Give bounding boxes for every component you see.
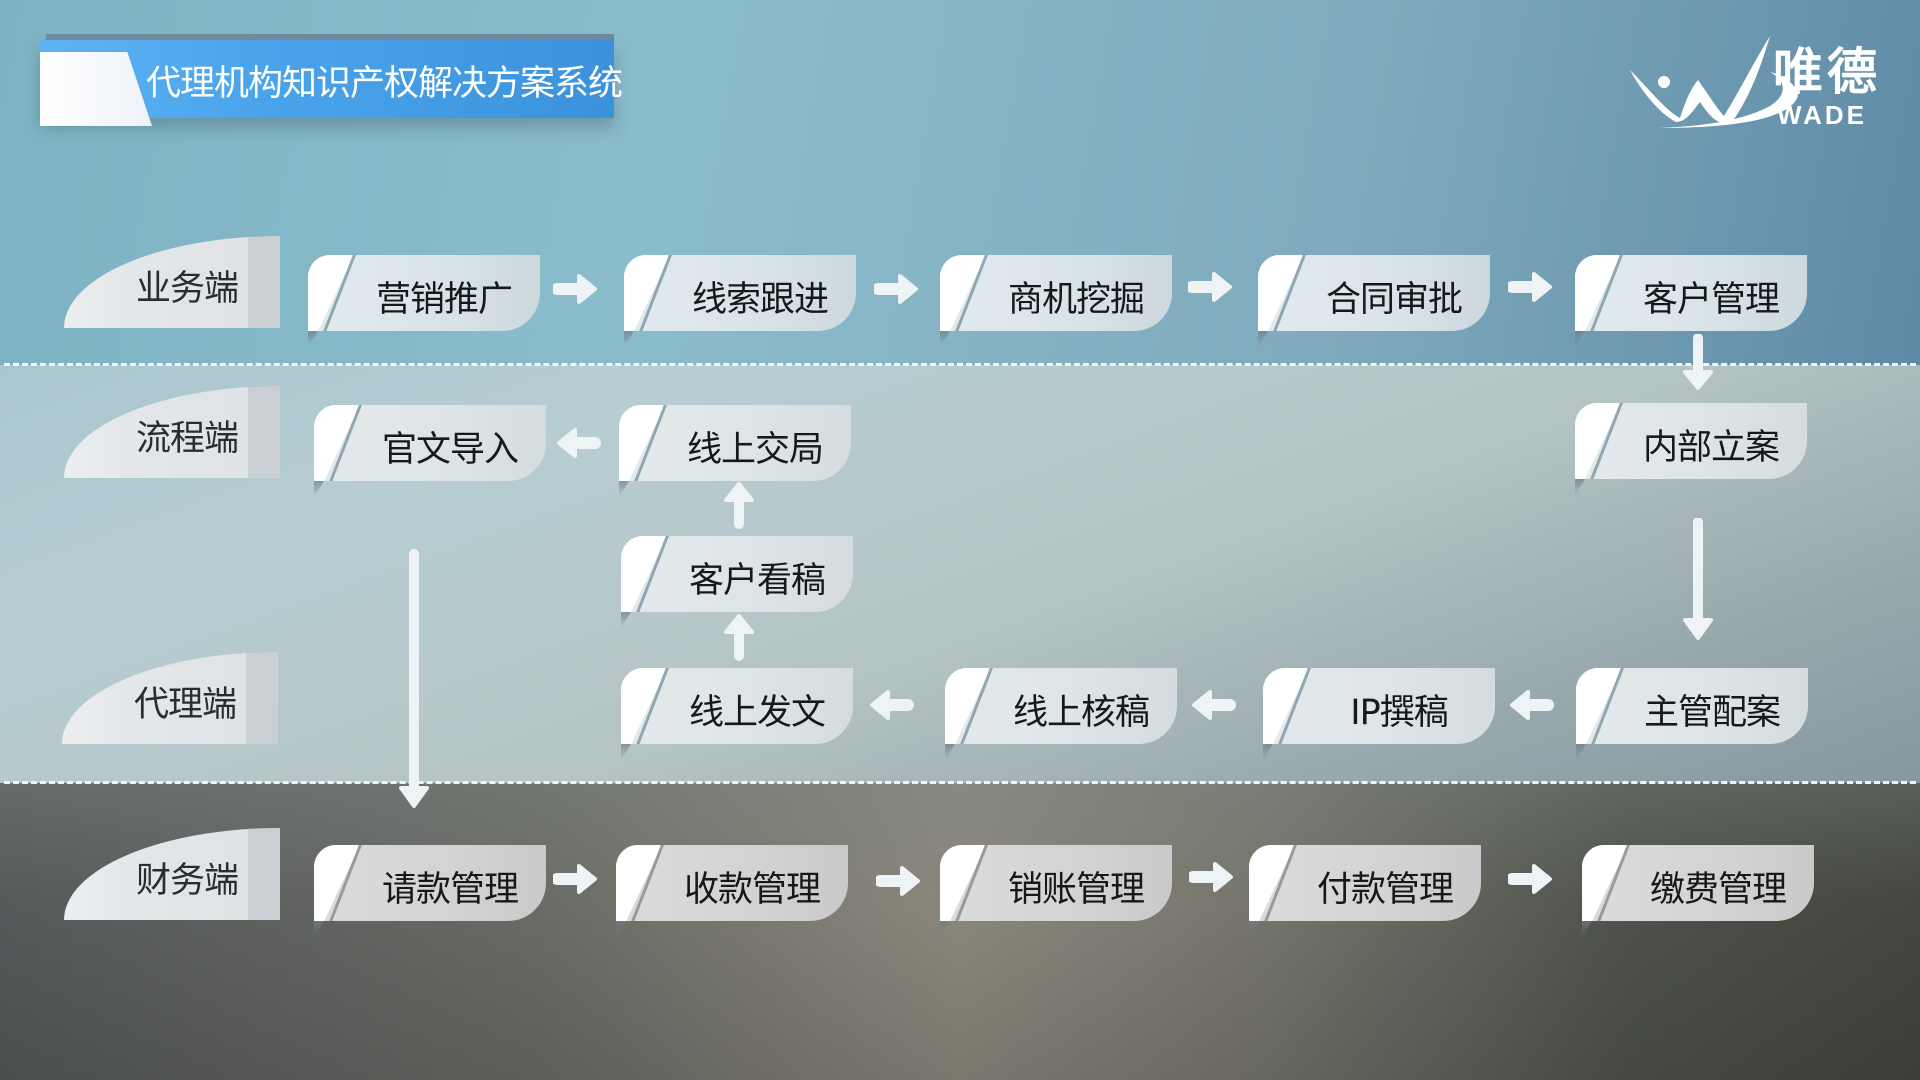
logo-chinese-text: 唯德	[1773, 42, 1881, 101]
node-label: 官文导入	[381, 430, 519, 470]
node-label: 营销推广	[375, 280, 513, 320]
node-label: 收款管理	[683, 870, 821, 910]
node-billing-request[interactable]: 请款管理	[314, 845, 546, 937]
lane-label-business: 业务端	[64, 236, 280, 328]
node-supervisor-assign[interactable]: 主管配案	[1576, 668, 1808, 760]
arrow-left-icon	[870, 690, 914, 720]
node-label: 线上交局	[686, 430, 824, 470]
node-label: 客户管理	[1642, 280, 1780, 320]
arrow-left-icon	[557, 428, 601, 458]
node-collection[interactable]: 收款管理	[616, 845, 848, 937]
node-official-import[interactable]: 官文导入	[314, 405, 546, 497]
wade-logo-icon	[1630, 36, 1798, 128]
node-label: 请款管理	[381, 870, 519, 910]
node-fee-payment[interactable]: 缴费管理	[1582, 845, 1814, 937]
node-online-review[interactable]: 线上核稿	[945, 668, 1177, 760]
node-label: 合同审批	[1325, 280, 1463, 320]
node-label: 线上核稿	[1012, 693, 1150, 733]
arrow-down-icon	[1683, 334, 1713, 390]
arrow-up-icon	[724, 614, 754, 661]
node-label: 线上发文	[688, 693, 826, 733]
node-label: 付款管理	[1316, 870, 1454, 910]
arrow-down-icon	[1683, 518, 1713, 640]
arrow-right-icon	[553, 864, 597, 894]
arrow-left-icon	[1192, 690, 1236, 720]
finance-lane-band	[0, 783, 1920, 1080]
logo-english-text: WADE	[1777, 100, 1867, 130]
node-ip-drafting[interactable]: IP撰稿	[1263, 668, 1495, 760]
node-label: 商机挖掘	[1007, 280, 1145, 320]
node-label: 内部立案	[1642, 428, 1780, 468]
node-label: IP撰稿	[1350, 693, 1448, 733]
arrow-up-icon	[724, 482, 754, 529]
arrow-right-icon	[1189, 862, 1233, 892]
node-internal-filing[interactable]: 内部立案	[1575, 403, 1807, 495]
title-banner-shadow	[46, 34, 614, 40]
node-contract-approval[interactable]: 合同审批	[1258, 255, 1490, 347]
node-client-review[interactable]: 客户看稿	[621, 536, 853, 628]
arrow-right-icon	[553, 274, 597, 304]
page-title: 代理机构知识产权解决方案系统	[146, 64, 623, 104]
node-label: 客户看稿	[688, 561, 826, 601]
lane-divider	[4, 781, 1916, 784]
arrow-right-icon	[1188, 272, 1232, 302]
arrow-right-icon	[1508, 272, 1552, 302]
node-label: 销账管理	[1007, 870, 1145, 910]
node-customer-management[interactable]: 客户管理	[1575, 255, 1807, 347]
arrow-right-icon	[1508, 864, 1552, 894]
arrow-left-icon	[1510, 690, 1554, 720]
lane-label-text: 代理端	[134, 685, 237, 725]
node-online-dispatch[interactable]: 线上发文	[621, 668, 853, 760]
lane-label-text: 业务端	[136, 269, 239, 309]
lane-label-agent: 代理端	[62, 652, 278, 744]
node-label: 主管配案	[1643, 693, 1781, 733]
lane-label-text: 财务端	[136, 861, 239, 901]
arrow-down-icon	[399, 549, 429, 808]
lane-label-process: 流程端	[64, 386, 280, 478]
node-payment[interactable]: 付款管理	[1249, 845, 1481, 937]
lane-divider	[4, 363, 1916, 366]
node-label: 缴费管理	[1649, 870, 1787, 910]
node-label: 线索跟进	[691, 280, 829, 320]
node-opportunity-mining[interactable]: 商机挖掘	[940, 255, 1172, 347]
lane-label-finance: 财务端	[64, 828, 280, 920]
node-write-off[interactable]: 销账管理	[940, 845, 1172, 937]
arrow-right-icon	[876, 866, 920, 896]
arrow-right-icon	[874, 274, 918, 304]
lane-label-text: 流程端	[136, 419, 239, 459]
node-marketing[interactable]: 营销推广	[308, 255, 540, 347]
node-online-submit[interactable]: 线上交局	[619, 405, 851, 497]
node-lead-followup[interactable]: 线索跟进	[624, 255, 856, 347]
